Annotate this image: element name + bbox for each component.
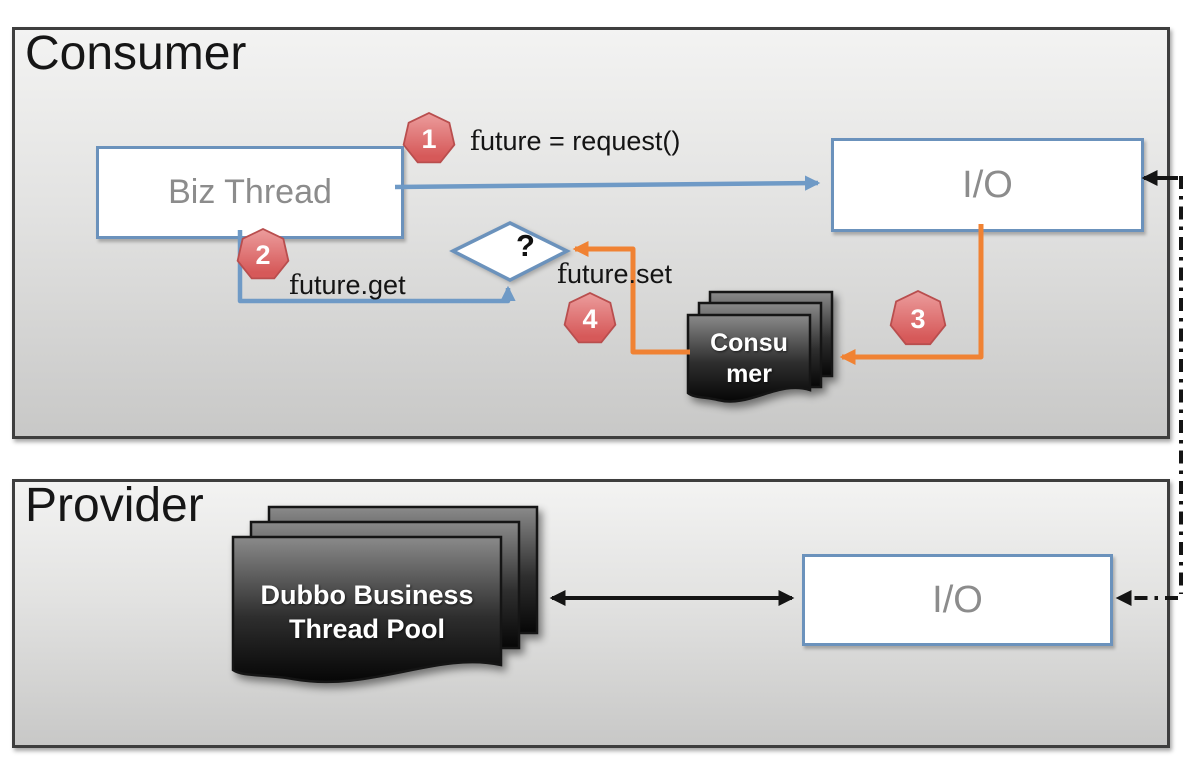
pool-card-front (231, 535, 503, 684)
provider-section: Provider I/O (12, 479, 1170, 748)
consumer-worker-stack (686, 290, 834, 403)
biz-thread-label: Biz Thread (168, 173, 332, 211)
consumer-section: Consumer Biz Thread I/O (12, 27, 1170, 439)
provider-io-label: I/O (932, 578, 983, 621)
consumer-io-node: I/O (831, 138, 1144, 232)
provider-thread-pool-stack (231, 505, 539, 684)
provider-io-node: I/O (802, 554, 1113, 646)
provider-section-title: Provider (25, 479, 204, 532)
consumer-section-title: Consumer (25, 27, 247, 80)
biz-thread-node: Biz Thread (96, 146, 404, 239)
worker-card-front (686, 313, 812, 403)
consumer-io-label: I/O (962, 163, 1013, 206)
